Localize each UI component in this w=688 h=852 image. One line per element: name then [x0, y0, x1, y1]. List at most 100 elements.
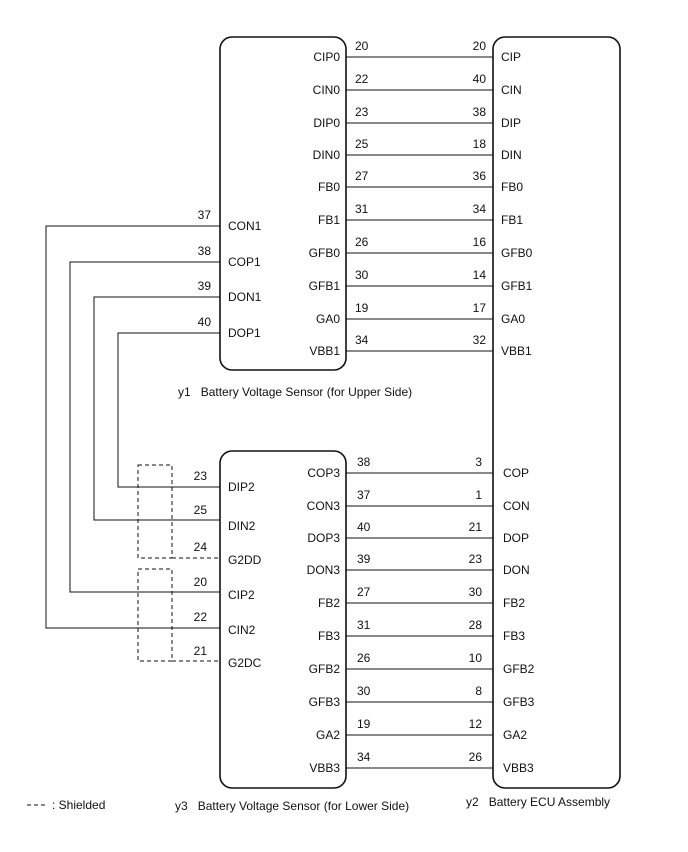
y3-pin-label: COP3 — [307, 466, 340, 480]
y2-pin-label: DON — [503, 563, 530, 577]
y3-pin-label: DIP2 — [228, 480, 255, 494]
y3-pin-number: 39 — [357, 552, 371, 566]
y3-pin-label: DIN2 — [228, 519, 256, 533]
y2-pin-number: 34 — [473, 202, 487, 216]
y2-pin-label: DIP — [501, 116, 521, 130]
y1-pin-label: CIN0 — [313, 83, 341, 97]
y2-pin-label: FB2 — [503, 596, 525, 610]
y3-pin-label: CIP2 — [228, 588, 255, 602]
y3-pin-number: 34 — [357, 750, 371, 764]
y1-pin-label: DIP0 — [313, 116, 340, 130]
y1-pin-number: 20 — [355, 39, 369, 53]
y1-pin-label: GA0 — [316, 312, 340, 326]
y2-pin-label: GA2 — [503, 728, 527, 742]
wire-don1-to-din2 — [93, 296, 220, 521]
y3-caption: y3 Battery Voltage Sensor (for Lower Side… — [175, 799, 409, 813]
y1-pin-label: GFB1 — [309, 279, 341, 293]
y1-left-pins: CON1 37 COP1 38 DON1 39 DOP1 40 — [198, 208, 262, 340]
y2-pin-label: FB3 — [503, 629, 525, 643]
y3-pin-label: VBB3 — [309, 761, 340, 775]
y3-right-pins: COP338CON337DOP340DON339FB227FB331GFB226… — [307, 455, 371, 775]
y3-left-pins: DIP2 23 DIN2 25 G2DD 24 CIP2 20 CIN2 22 … — [194, 469, 262, 670]
y1-pin-number: 26 — [355, 235, 369, 249]
upper-wire-group — [346, 56, 493, 352]
y3-title: Battery Voltage Sensor (for Lower Side) — [198, 799, 409, 813]
y1-pin-label: CON1 — [228, 219, 262, 233]
y1-pin-number: 37 — [198, 208, 212, 222]
y3-pin-number: 27 — [357, 585, 371, 599]
wire-dop1-to-dip2 — [117, 332, 220, 488]
y3-pin-number: 31 — [357, 618, 371, 632]
y2-pin-label: VBB1 — [501, 344, 532, 358]
y2-pin-label: CON — [503, 499, 530, 513]
y1-pin-label: FB1 — [318, 213, 340, 227]
y3-pin-label: DON3 — [307, 563, 341, 577]
y2-code: y2 — [466, 795, 479, 809]
y2-pin-label: GFB3 — [503, 695, 535, 709]
y2-pin-number: 10 — [469, 651, 483, 665]
y2-pin-number: 38 — [473, 105, 487, 119]
y2-pin-number: 26 — [469, 750, 483, 764]
y2-pin-number: 23 — [469, 552, 483, 566]
y1-pin-number: 38 — [198, 244, 212, 258]
y2-pin-label: CIP — [501, 50, 521, 64]
y2-pin-label: GFB2 — [503, 662, 535, 676]
y1-pin-label: DON1 — [228, 290, 262, 304]
y1-pin-number: 27 — [355, 169, 369, 183]
y2-pin-number: 12 — [469, 717, 483, 731]
y1-title: Battery Voltage Sensor (for Upper Side) — [201, 385, 412, 399]
y1-right-pins: CIP020CIN022DIP023DIN025FB027FB131GFB026… — [309, 39, 369, 358]
legend-shielded-label: : Shielded — [52, 798, 105, 812]
y3-code: y3 — [175, 799, 188, 813]
y3-pin-number: 24 — [194, 540, 208, 554]
wire-cop1-to-cip2 — [69, 261, 220, 593]
y3-pin-label: CIN2 — [228, 623, 256, 637]
y1-pin-label: CIP0 — [313, 50, 340, 64]
y2-pin-number: 3 — [475, 455, 482, 469]
shield-pair-d — [137, 464, 173, 559]
y2-pin-number: 28 — [469, 618, 483, 632]
y3-pin-number: 25 — [194, 503, 208, 517]
y1-pin-label: VBB1 — [309, 344, 340, 358]
y1-pin-number: 22 — [355, 72, 369, 86]
y2-pin-label: GFB0 — [501, 246, 533, 260]
y3-pin-label: DOP3 — [307, 531, 340, 545]
y2-pin-number: 30 — [469, 585, 483, 599]
y3-pin-label: FB3 — [318, 629, 340, 643]
y2-pin-label: GA0 — [501, 312, 525, 326]
y2-pin-number: 8 — [475, 684, 482, 698]
y3-pin-number: 23 — [194, 469, 208, 483]
y2-pin-number: 21 — [469, 520, 483, 534]
y3-pin-number: 26 — [357, 651, 371, 665]
lower-wire-group — [346, 472, 493, 769]
y2-ecu-box — [492, 36, 621, 789]
y2-pin-number: 1 — [475, 488, 482, 502]
y2-pin-number: 36 — [473, 169, 487, 183]
y1-code: y1 — [178, 385, 191, 399]
y2-pin-label: GFB1 — [501, 279, 533, 293]
y3-pin-number: 38 — [357, 455, 371, 469]
y3-pin-number: 30 — [357, 684, 371, 698]
y2-pin-number: 18 — [473, 137, 487, 151]
y1-pin-number: 31 — [355, 202, 369, 216]
y2-title: Battery ECU Assembly — [489, 795, 610, 809]
y2-pin-label: DOP — [503, 531, 529, 545]
y3-pin-number: 40 — [357, 520, 371, 534]
y3-pin-number: 21 — [194, 644, 208, 658]
y2-pin-label: VBB3 — [503, 761, 534, 775]
y2-pin-number: 40 — [473, 72, 487, 86]
y2-pin-label: COP — [503, 466, 529, 480]
y1-pin-label: FB0 — [318, 180, 340, 194]
y1-pin-number: 39 — [198, 279, 212, 293]
y1-connector-box — [219, 36, 347, 371]
y2-pin-label: FB0 — [501, 180, 523, 194]
y3-pin-label: GFB3 — [309, 695, 341, 709]
shield-pair-c — [137, 568, 173, 662]
y1-pin-number: 34 — [355, 333, 369, 347]
y2-pin-number: 14 — [473, 268, 487, 282]
y2-caption: y2 Battery ECU Assembly — [466, 795, 610, 809]
y1-pin-number: 40 — [198, 315, 212, 329]
y1-pin-label: DOP1 — [228, 326, 261, 340]
y2-upper-pins: CIP20CIN40DIP38DIN18FB036FB134GFB016GFB1… — [473, 39, 533, 358]
